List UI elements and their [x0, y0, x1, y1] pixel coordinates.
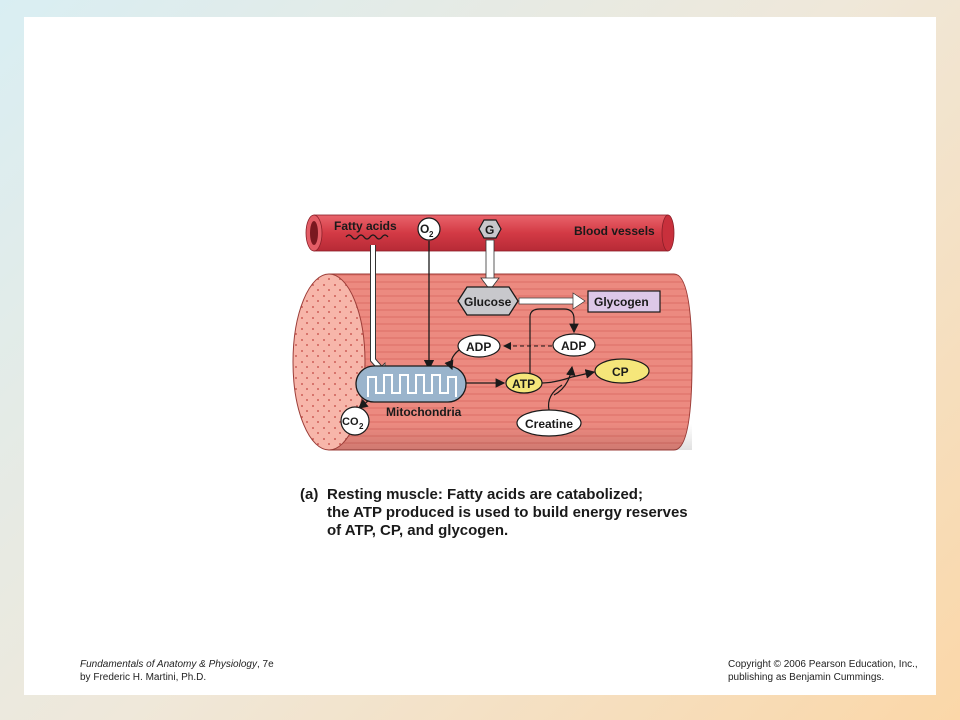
- mitochondrion: [355, 365, 467, 403]
- svg-text:O: O: [420, 222, 429, 236]
- glucose-to-glycogen-arrow: [518, 292, 586, 310]
- adp-to-mitochondria-arrow: [444, 349, 460, 371]
- oxygen-symbol: O 2: [417, 217, 441, 241]
- svg-text:CO: CO: [342, 416, 359, 428]
- svg-text:Creatine: Creatine: [525, 417, 573, 431]
- publisher-text: publishing as Benjamin Cummings.: [728, 672, 885, 683]
- cp-node: CP: [594, 358, 650, 384]
- caption-lead: Resting muscle:: [327, 486, 443, 503]
- footer-book-credit: Fundamentals of Anatomy & Physiology, 7e…: [80, 658, 274, 684]
- book-title: Fundamentals of Anatomy & Physiology: [80, 659, 257, 670]
- fatty-acids-label: Fatty acids: [334, 219, 397, 233]
- svg-text:G: G: [485, 223, 494, 237]
- copyright-text: Copyright © 2006 Pearson Education, Inc.…: [728, 659, 918, 670]
- co2-symbol: CO 2: [340, 399, 370, 436]
- svg-text:Glycogen: Glycogen: [594, 295, 649, 309]
- svg-text:2: 2: [359, 422, 364, 431]
- atp-node: ATP: [505, 372, 543, 394]
- svg-text:ATP: ATP: [512, 377, 535, 391]
- adp-node-right: ADP: [552, 333, 596, 357]
- glucose-hexagon-icon: G: [478, 219, 502, 239]
- svg-text:CP: CP: [612, 365, 629, 379]
- caption-label: (a): [300, 486, 319, 503]
- fatty-acid-chain-icon: [345, 234, 389, 240]
- book-edition: , 7e: [256, 659, 274, 670]
- svg-text:ADP: ADP: [466, 340, 491, 354]
- creatine-node: Creatine: [516, 409, 582, 437]
- glucose-node: Glucose: [457, 286, 519, 316]
- caption-line-2: the ATP produced is used to build energy…: [327, 504, 688, 521]
- glycogen-node: Glycogen: [587, 290, 661, 313]
- caption-line-1: Fatty acids are catabolized;: [447, 486, 643, 503]
- atp-to-glycogen-synthesis-arrow: [529, 308, 579, 373]
- book-author: by Frederic H. Martini, Ph.D.: [80, 672, 207, 683]
- svg-text:2: 2: [429, 230, 434, 239]
- atp-to-adp-arrow: [553, 365, 576, 396]
- svg-text:ADP: ADP: [561, 339, 586, 353]
- glucose-uptake-arrow: [480, 239, 500, 291]
- slide: Fatty acids O 2 G Blood vessels Glu: [24, 17, 936, 695]
- mitochondria-label: Mitochondria: [386, 405, 462, 419]
- figure-caption: (a) Resting muscle: Fatty acids are cata…: [300, 486, 740, 540]
- blood-vessels-label: Blood vessels: [574, 224, 655, 238]
- footer-copyright: Copyright © 2006 Pearson Education, Inc.…: [728, 658, 918, 684]
- creatine-to-cp-arrow: [547, 384, 563, 411]
- svg-text:Glucose: Glucose: [464, 295, 512, 309]
- to-cp-arrow: [541, 369, 596, 384]
- resting-muscle-diagram: Fatty acids O 2 G Blood vessels Glu: [292, 214, 693, 451]
- adp-node-left: ADP: [457, 334, 501, 358]
- caption-line-3: of ATP, CP, and glycogen.: [327, 522, 509, 539]
